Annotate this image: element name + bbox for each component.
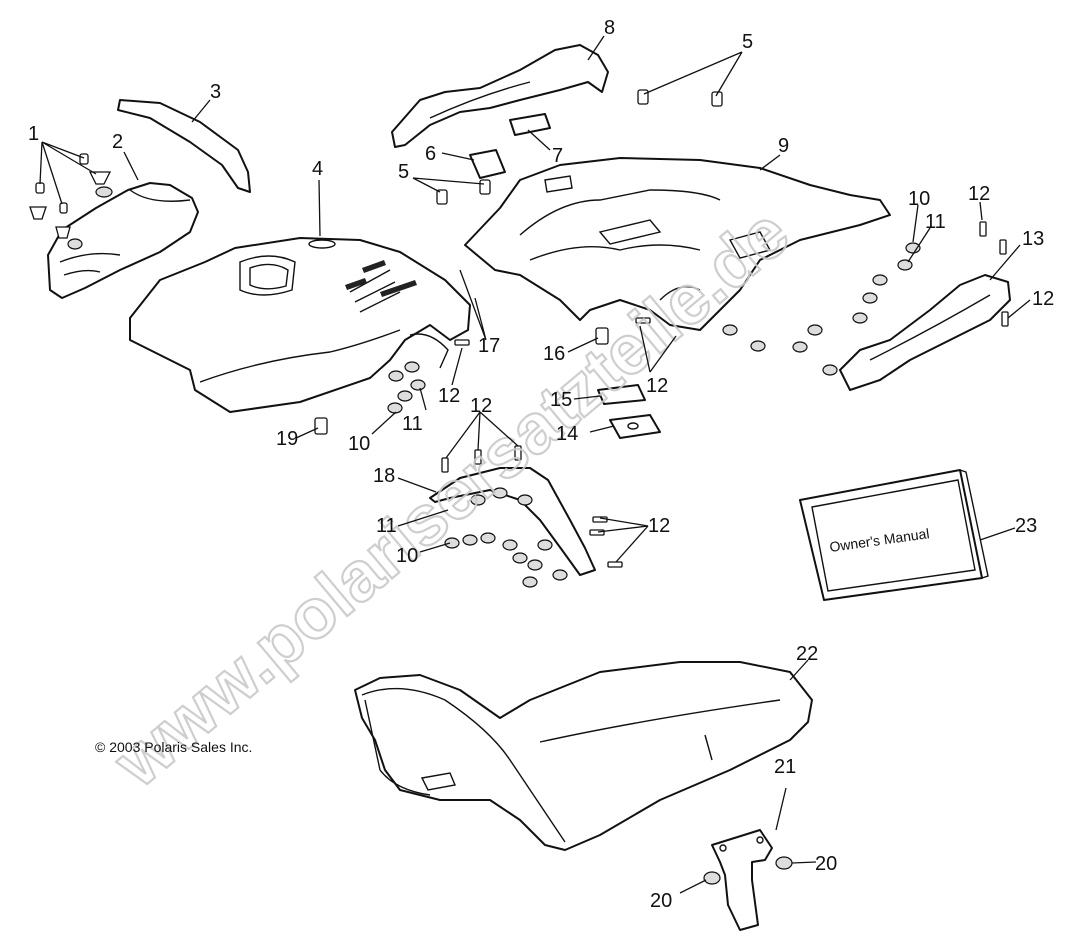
callout-3: 3 (210, 81, 221, 103)
callout-8: 8 (604, 17, 615, 39)
part-3-bracket (117, 99, 251, 193)
part-14-bracket (609, 414, 661, 439)
callout-10-lower: 10 (396, 545, 418, 567)
part-15-label (597, 384, 646, 405)
callout-16: 16 (543, 343, 565, 365)
part-1-fasteners (29, 153, 113, 250)
callout-12-right: 12 (1032, 288, 1054, 310)
callout-11-left: 11 (402, 413, 423, 435)
callout-22: 22 (796, 643, 818, 665)
callout-18: 18 (373, 465, 395, 487)
part-4-front-fender (129, 237, 471, 413)
callout-12-lower: 12 (470, 395, 492, 417)
callout-14: 14 (556, 423, 578, 445)
part-23-owners-manual: Owner's Manual (799, 469, 989, 601)
part-21-latch (711, 829, 773, 931)
callout-12-left: 12 (438, 385, 460, 407)
part-8-rack-cover (391, 44, 609, 148)
callout-23: 23 (1015, 515, 1037, 537)
part-13-side-strip (839, 274, 1011, 391)
part-16-bolt (595, 327, 609, 345)
callout-10-right: 10 (908, 188, 930, 210)
callout-7: 7 (552, 145, 563, 167)
callout-1: 1 (28, 123, 39, 145)
callout-12-right-top: 12 (968, 183, 990, 205)
callout-10-left: 10 (348, 433, 370, 455)
part-20-nuts (703, 856, 793, 885)
copyright-text: © 2003 Polaris Sales Inc. (95, 739, 252, 755)
part-19-bolt (314, 417, 328, 435)
callout-17: 17 (478, 335, 500, 357)
callout-4: 4 (312, 158, 323, 180)
leader-lines (39, 35, 1031, 894)
callout-9: 9 (778, 135, 789, 157)
callout-21: 21 (774, 756, 796, 778)
part-22-seat (354, 661, 813, 851)
callout-11-right: 11 (925, 211, 946, 233)
part-9-rear-fender (464, 157, 891, 331)
callout-6: 6 (425, 143, 436, 165)
callout-11-lower: 11 (376, 515, 397, 537)
part-12-screws (441, 221, 1009, 568)
part-2-front-cover (47, 182, 199, 299)
callout-5-mid: 5 (398, 161, 409, 183)
callout-numbers: 1 2 3 4 5 5 6 7 8 9 10 11 12 13 12 17 12… (28, 17, 1054, 912)
callout-13: 13 (1022, 228, 1044, 250)
callout-12-center: 12 (646, 375, 668, 397)
callout-5-top: 5 (742, 31, 753, 53)
callout-12-lower-right: 12 (648, 515, 670, 537)
nuts-washers (387, 242, 921, 588)
callout-15: 15 (550, 389, 572, 411)
callout-20-right: 20 (815, 853, 837, 875)
callout-20-left: 20 (650, 890, 672, 912)
callout-19: 19 (276, 428, 298, 450)
part-18-inner-fender (429, 467, 596, 576)
callout-2: 2 (112, 131, 123, 153)
part-6-clip (469, 149, 506, 179)
part-7-clip (509, 113, 551, 136)
